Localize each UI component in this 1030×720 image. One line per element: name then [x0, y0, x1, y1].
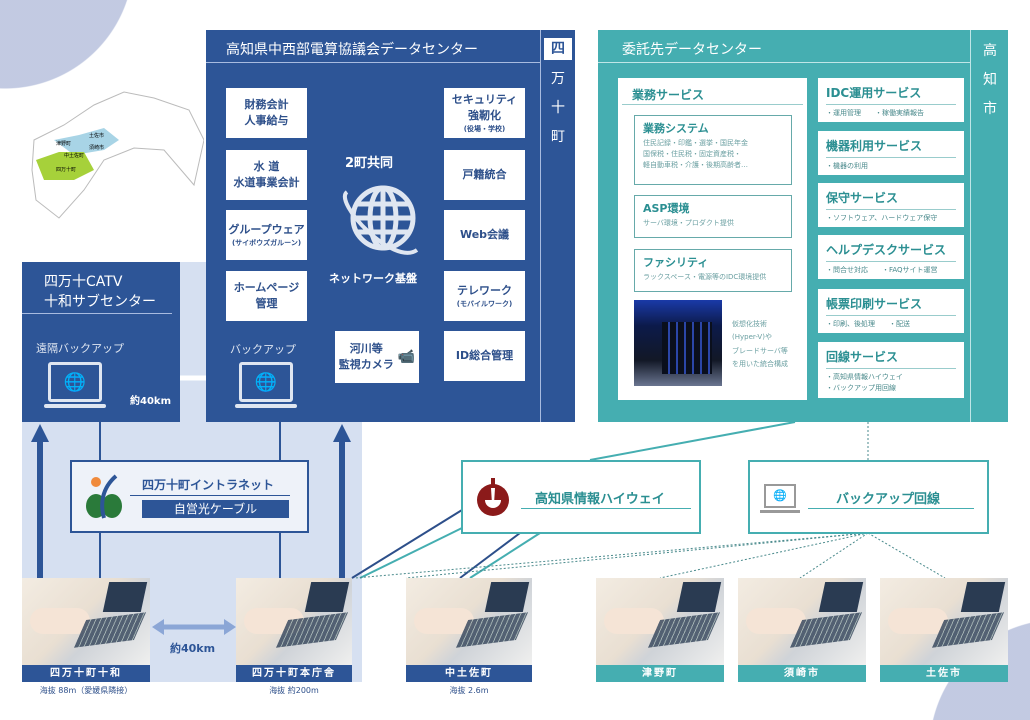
globe-icon: [333, 172, 425, 268]
service-finance: 財務会計人事給与: [226, 88, 307, 138]
service-id-management: ID総合管理: [444, 331, 525, 381]
side-char: 四: [544, 38, 572, 60]
catv-subtitle: 十和サブセンター: [44, 294, 156, 311]
kochi-map: 土佐市 津野町 須崎市 中土佐町 四万十町: [14, 80, 205, 220]
remote-backup-label: 遠隔バックアップ: [36, 342, 124, 355]
laptop-globe-icon: 🌐: [44, 362, 106, 410]
map-label: 津野町: [56, 141, 72, 147]
consigned-title: 委託先データセンター: [622, 42, 762, 58]
laptop-globe-icon: 🌐: [235, 362, 297, 410]
map-label: 土佐市: [89, 133, 105, 139]
map-label: 須崎市: [89, 145, 105, 151]
service-printing: 帳票印刷サービス・印刷、後処理 ・配送: [818, 289, 964, 333]
site-photo: [596, 578, 724, 666]
server-room-photo: [634, 300, 722, 386]
map-label: 四万十町: [56, 167, 77, 173]
site-label: 四万十町本庁舎: [236, 665, 352, 682]
catv-subcenter: 四万十CATV 十和サブセンター 遠隔バックアップ 🌐: [22, 262, 180, 422]
backup-line-box: 🌐 バックアップ回線: [748, 460, 989, 534]
kochi-center-title: 高知県中西部電算協議会データセンター: [226, 42, 478, 58]
facility: ファシリティラックスペース・電源等のIDC環境提供: [634, 249, 792, 292]
backup-line-label: バックアップ回線: [836, 492, 941, 507]
site-photo: [22, 578, 150, 666]
intranet-box: 四万十町イントラネット 自営光ケーブル: [70, 460, 309, 533]
side-char: 万: [551, 71, 565, 87]
kochi-prefecture-emblem-icon: [475, 478, 511, 518]
service-koseki: 戸籍統合: [444, 150, 525, 200]
service-equipment: 機器利用サービス・機器の利用: [818, 131, 964, 175]
side-char: 町: [551, 129, 565, 145]
business-title: 業務サービス: [632, 88, 705, 102]
site-photo: [406, 578, 532, 666]
service-telework: テレワーク(モバイルワーク): [444, 271, 525, 321]
service-web-meeting: Web会議: [444, 210, 525, 260]
backup-distance: 約40km: [130, 396, 171, 407]
virtualization-note: 仮想化技術 (Hyper-V)や ブレードサーバ等 を用いた統合構成: [732, 320, 788, 368]
site-elevation: 海抜 88m（愛媛県隣接）: [39, 686, 133, 695]
site-photo: [738, 578, 866, 666]
site-label: 須崎市: [738, 665, 866, 682]
service-security: セキュリティ強靭化(役場・学校): [444, 88, 525, 138]
center-bottom-label: ネットワーク基盤: [329, 272, 417, 285]
side-char: 市: [983, 101, 997, 117]
catv-title: 四万十CATV: [44, 274, 123, 290]
service-idc-operation: IDC運用サービス・運用管理 ・稼働実績報告: [818, 78, 964, 122]
side-char: 高: [983, 43, 997, 59]
site-elevation: 海抜 2.6m: [449, 686, 489, 695]
center-top-label: 2町共同: [345, 156, 394, 171]
highway-box: 高知県情報ハイウェイ: [461, 460, 701, 534]
shimanto-logo: [82, 474, 124, 520]
cable-label: 自営光ケーブル: [142, 500, 289, 518]
site-label: 土佐市: [880, 665, 1008, 682]
highway-label: 高知県情報ハイウェイ: [535, 492, 665, 507]
business-system: 業務システム住民記録・印鑑・選挙・国民年金 国保税・住民税・固定資産税・ 軽自動…: [634, 115, 792, 185]
site-label: 四万十町十和: [22, 665, 150, 682]
site-distance: 約40km: [170, 642, 216, 655]
service-maintenance: 保守サービス・ソフトウェア、ハードウェア保守: [818, 183, 964, 227]
service-homepage: ホームページ管理: [226, 271, 307, 321]
service-groupware: グループウェア(サイボウズガルーン): [226, 210, 307, 260]
camera-icon: 📹: [397, 348, 416, 365]
asp-environment: ASP環境サーバ環境・プロダクト提供: [634, 195, 792, 238]
side-char: 十: [551, 100, 565, 116]
site-photo: [880, 578, 1008, 666]
service-water: 水 道水道事業会計: [226, 150, 307, 200]
site-elevation: 海抜 約200m: [269, 686, 319, 695]
intranet-title: 四万十町イントラネット: [142, 478, 275, 492]
side-char: 知: [983, 72, 997, 88]
service-line: 回線サービス・高知県情報ハイウェイ ・バックアップ用回線: [818, 342, 964, 398]
site-label: 津野町: [596, 665, 724, 682]
map-label: 中土佐町: [64, 153, 85, 159]
site-photo: [236, 578, 352, 666]
service-camera: 河川等監視カメラ📹: [335, 331, 419, 383]
decor-circle: [0, 0, 130, 90]
backup-label: バックアップ: [230, 343, 296, 356]
service-helpdesk: ヘルプデスクサービス・問合せ対応 ・FAQサイト運営: [818, 235, 964, 279]
laptop-globe-icon: 🌐: [760, 484, 800, 516]
site-label: 中土佐町: [406, 665, 532, 682]
